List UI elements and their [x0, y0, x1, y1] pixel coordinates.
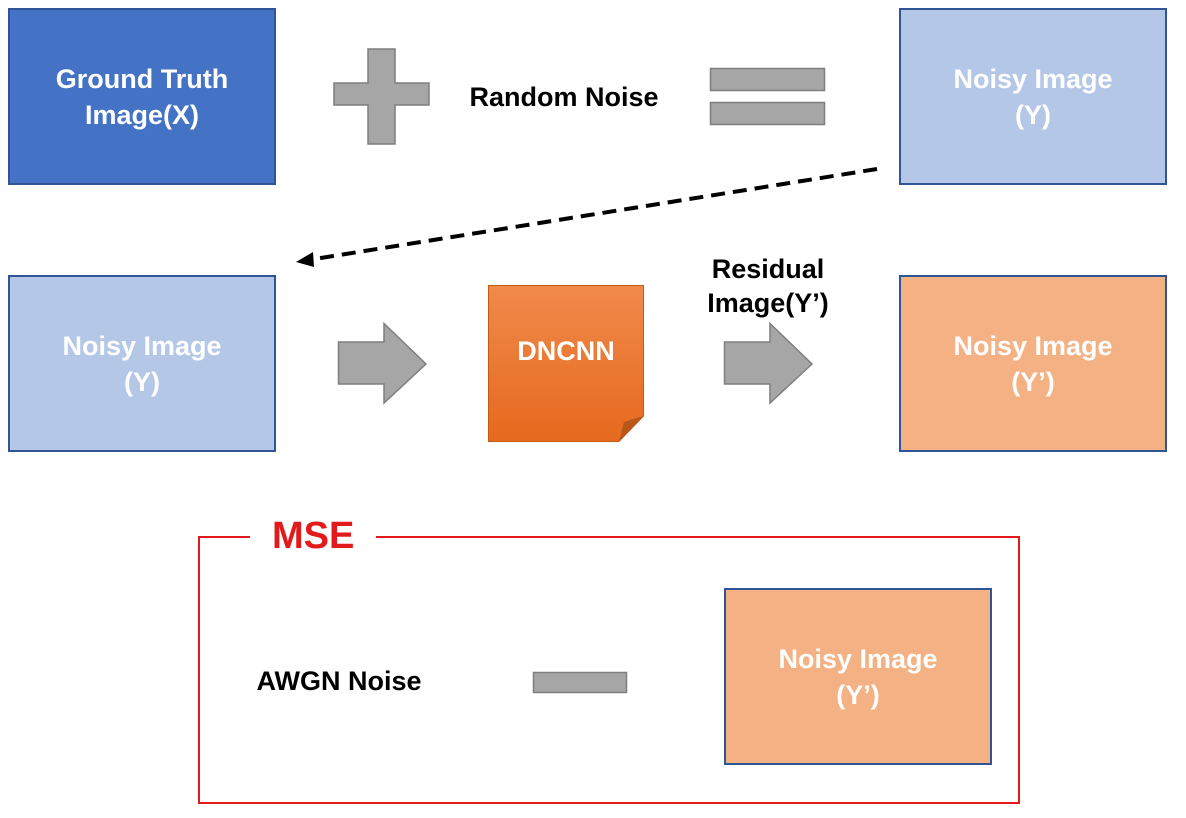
mse-image-line1: Noisy Image [778, 643, 938, 674]
output-image-line2: (Y’) [1011, 366, 1055, 397]
noisy-image-input-line1: Noisy Image [62, 330, 222, 361]
ground-truth-line1: Ground Truth [55, 63, 229, 94]
noisy-image-box-input: Noisy Image (Y) [8, 275, 276, 452]
dashed-arrow-connector [296, 167, 878, 267]
plus-icon [333, 48, 430, 145]
residual-image-label: Residual Image(Y’) [688, 252, 848, 320]
random-noise-label: Random Noise [469, 82, 659, 112]
output-image-line1: Noisy Image [953, 330, 1113, 361]
ground-truth-image-box: Ground Truth Image(X) [8, 8, 276, 185]
equals-icon [709, 67, 826, 126]
mse-frame [198, 536, 1020, 804]
ground-truth-line2: Image(X) [84, 99, 200, 130]
dncnn-block: DNCNN [488, 285, 644, 442]
noisy-image-box-top: Noisy Image (Y) [899, 8, 1167, 185]
mse-image-box: Noisy Image (Y’) [724, 588, 992, 765]
output-image-box: Noisy Image (Y’) [899, 275, 1167, 452]
arrow-right-icon [723, 322, 814, 405]
noisy-image-top-line2: (Y) [1015, 99, 1051, 130]
noisy-image-top-line1: Noisy Image [953, 63, 1113, 94]
dncnn-note-shape [488, 285, 644, 442]
arrow-right-icon [337, 322, 428, 405]
awgn-noise-label: AWGN Noise [256, 666, 422, 696]
minus-icon [532, 671, 628, 694]
mse-image-line2: (Y’) [836, 679, 880, 710]
noisy-image-input-line2: (Y) [124, 366, 160, 397]
dncnn-label: DNCNN [517, 335, 615, 366]
residual-line1: Residual [711, 254, 825, 284]
residual-line2: Image(Y’) [707, 288, 829, 318]
mse-title: MSE [250, 514, 377, 558]
